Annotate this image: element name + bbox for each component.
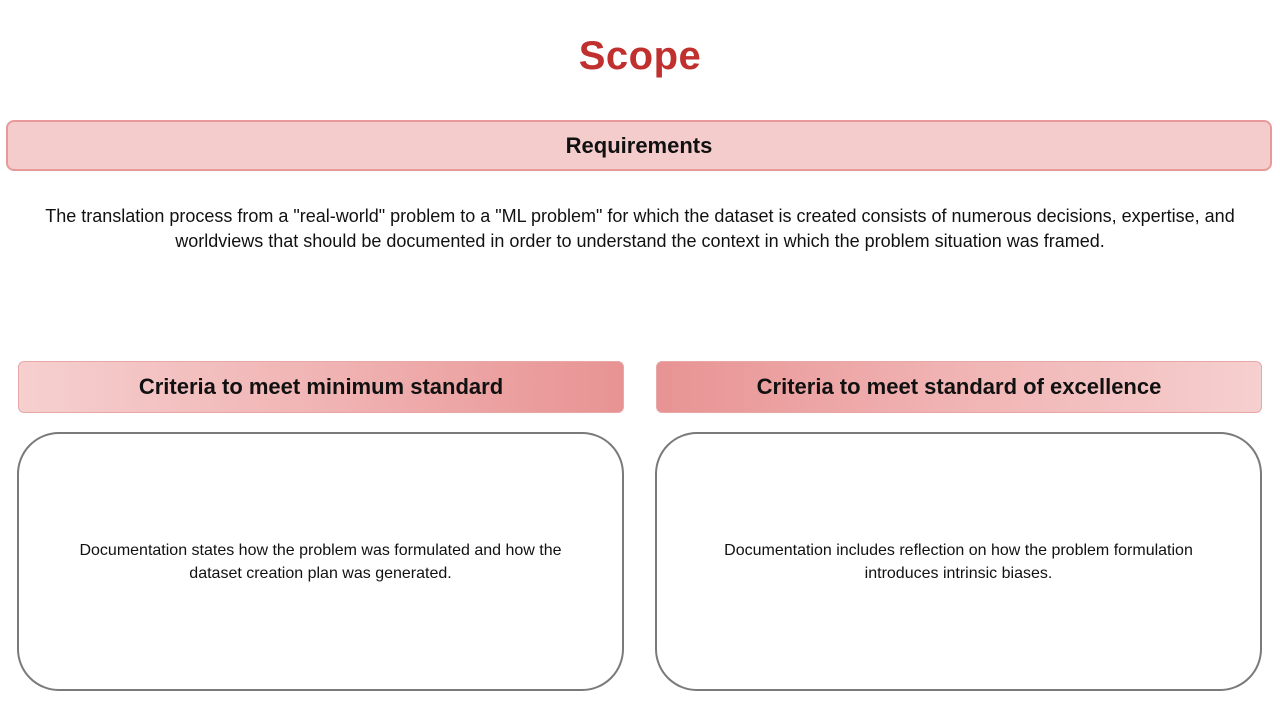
excellence-standard-header: Criteria to meet standard of excellence	[656, 361, 1262, 413]
requirements-header: Requirements	[6, 120, 1272, 171]
excellence-standard-text: Documentation includes reflection on how…	[724, 541, 1193, 582]
slide-title: Scope	[578, 34, 702, 78]
minimum-standard-text: Documentation states how the problem was…	[79, 541, 562, 582]
excellence-standard-heading: Criteria to meet standard of excellence	[756, 374, 1162, 399]
requirements-description: The translation process from a "real-wor…	[45, 206, 1235, 251]
minimum-standard-box: Documentation states how the problem was…	[17, 432, 624, 691]
requirements-heading: Requirements	[565, 132, 713, 158]
minimum-standard-heading: Criteria to meet minimum standard	[138, 374, 504, 399]
excellence-standard-box: Documentation includes reflection on how…	[655, 432, 1262, 691]
minimum-standard-header: Criteria to meet minimum standard	[18, 361, 624, 413]
